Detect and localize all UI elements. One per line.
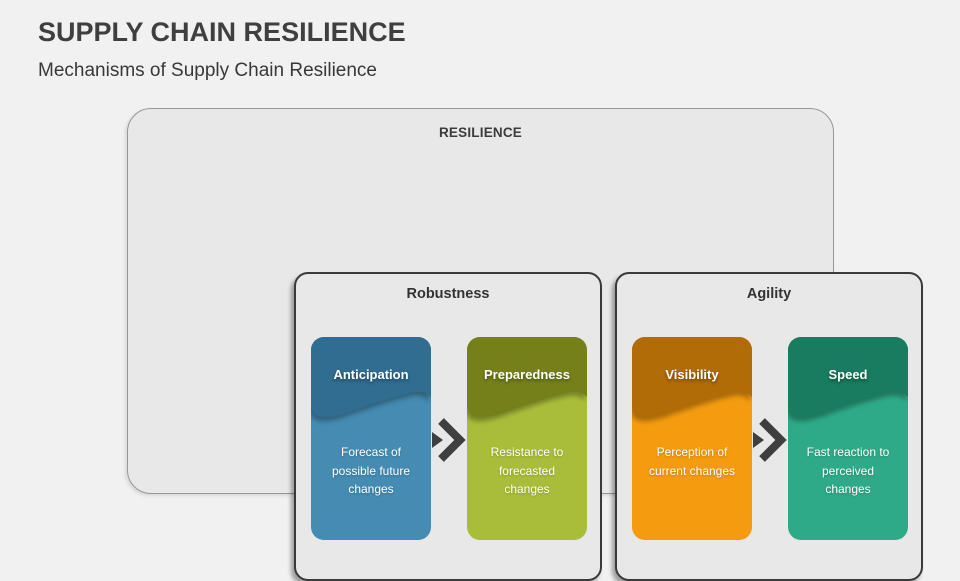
card-title: Speed bbox=[828, 367, 868, 382]
card-body: Fast reaction to perceived changes bbox=[806, 445, 890, 496]
group-label-agility: Agility bbox=[746, 286, 792, 302]
card-title: Anticipation bbox=[333, 367, 409, 382]
card-title: Visibility bbox=[665, 367, 719, 382]
card-anticipation: Anticipation Forecast of possible future… bbox=[311, 337, 431, 540]
card-body: Resistance to forecasted changes bbox=[490, 445, 564, 496]
page-subtitle: Mechanisms of Supply Chain Resilience bbox=[38, 60, 377, 81]
group-robustness: Robustness Anticipation Forecast of poss… bbox=[294, 272, 602, 581]
page-title: SUPPLY CHAIN RESILIENCE bbox=[38, 17, 406, 47]
card-body: Forecast of possible future changes bbox=[331, 445, 411, 496]
group-agility: Agility Visibility Perception of current… bbox=[615, 272, 923, 581]
double-chevron-right-icon bbox=[432, 418, 466, 462]
card-wave-shape bbox=[632, 337, 752, 422]
card-wave-shape bbox=[467, 337, 587, 422]
group-label-robustness: Robustness bbox=[406, 286, 490, 302]
card-wave-shape bbox=[788, 337, 908, 422]
double-chevron-right-icon bbox=[753, 418, 787, 462]
card-visibility: Visibility Perception of current changes bbox=[632, 337, 752, 540]
card-title: Preparedness bbox=[484, 367, 570, 382]
card-body: Perception of current changes bbox=[648, 445, 736, 478]
card-preparedness: Preparedness Resistance to forecasted ch… bbox=[467, 337, 587, 540]
card-wave-shape bbox=[311, 337, 431, 422]
card-speed: Speed Fast reaction to perceived changes bbox=[788, 337, 908, 540]
resilience-container: RESILIENCE Robustness Anticipation Forec… bbox=[127, 108, 923, 581]
resilience-label: RESILIENCE bbox=[438, 125, 522, 140]
